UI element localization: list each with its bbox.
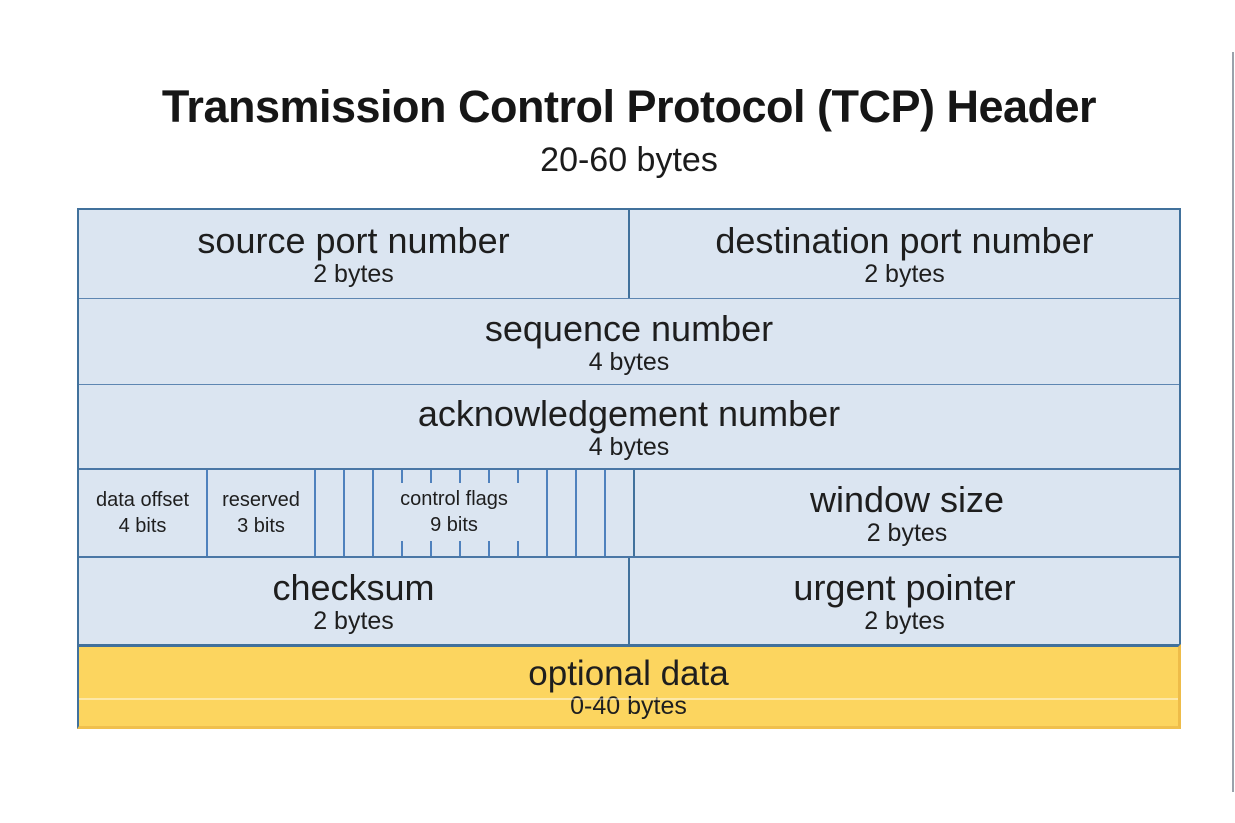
field-label: checksum — [272, 567, 435, 608]
field-label: reserved — [222, 489, 300, 511]
field-size: 2 bytes — [864, 607, 945, 635]
bit-cell — [604, 470, 633, 556]
row-ports: source port number 2 bytes destination p… — [79, 210, 1179, 298]
row-checksum-urgent: checksum 2 bytes urgent pointer 2 bytes — [79, 556, 1179, 644]
field-size: 2 bytes — [864, 260, 945, 288]
field-destination-port: destination port number 2 bytes — [628, 210, 1179, 298]
field-size: 9 bits — [430, 514, 478, 536]
field-urgent-pointer: urgent pointer 2 bytes — [628, 558, 1179, 644]
field-label: optional data — [528, 654, 729, 693]
control-flag-bit-cells: control flags 9 bits — [314, 470, 633, 556]
field-size: 2 bytes — [313, 260, 394, 288]
screen-edge-artifact — [1232, 52, 1234, 792]
field-label: destination port number — [715, 220, 1094, 261]
field-acknowledgement-number: acknowledgement number 4 bytes — [79, 385, 1179, 468]
row-flags-window: data offset 4 bits reserved 3 bits — [79, 468, 1179, 556]
field-window-size: window size 2 bytes — [633, 470, 1179, 556]
diagram-heading: Transmission Control Protocol (TCP) Head… — [77, 81, 1181, 180]
header-fields-grid: source port number 2 bytes destination p… — [77, 208, 1181, 644]
field-data-offset: data offset 4 bits — [79, 470, 206, 556]
field-size: 0-40 bytes — [570, 692, 687, 720]
field-size: 4 bytes — [588, 347, 670, 376]
field-checksum: checksum 2 bytes — [79, 558, 628, 644]
bit-cell — [546, 470, 575, 556]
tcp-header-diagram: source port number 2 bytes destination p… — [77, 208, 1181, 729]
field-optional-data: optional data 0-40 bytes — [77, 644, 1181, 729]
bit-cell — [343, 470, 372, 556]
field-size: 3 bits — [237, 515, 285, 537]
page-subtitle: 20-60 bytes — [540, 141, 718, 180]
field-label: acknowledgement number — [417, 392, 841, 434]
field-size: 2 bytes — [313, 607, 394, 635]
optional-row-divider — [79, 698, 1178, 700]
row-sequence-number: sequence number 4 bytes — [79, 298, 1179, 384]
field-size: 2 bytes — [866, 519, 948, 547]
field-control-flags: control flags 9 bits — [386, 483, 522, 541]
field-label: source port number — [197, 220, 510, 261]
field-reserved: reserved 3 bits — [206, 470, 314, 556]
field-sequence-number: sequence number 4 bytes — [79, 299, 1179, 384]
bit-cell — [316, 470, 343, 556]
field-size: 4 bits — [118, 515, 167, 537]
field-label: data offset — [95, 489, 190, 511]
field-label: control flags — [400, 488, 508, 510]
field-label: window size — [809, 479, 1005, 520]
field-source-port: source port number 2 bytes — [79, 210, 628, 298]
page-title: Transmission Control Protocol (TCP) Head… — [161, 81, 1097, 132]
field-label: sequence number — [484, 307, 774, 349]
field-label: urgent pointer — [793, 567, 1016, 608]
row-acknowledgement-number: acknowledgement number 4 bytes — [79, 384, 1179, 468]
field-size: 4 bytes — [588, 432, 670, 461]
bit-cell — [575, 470, 604, 556]
